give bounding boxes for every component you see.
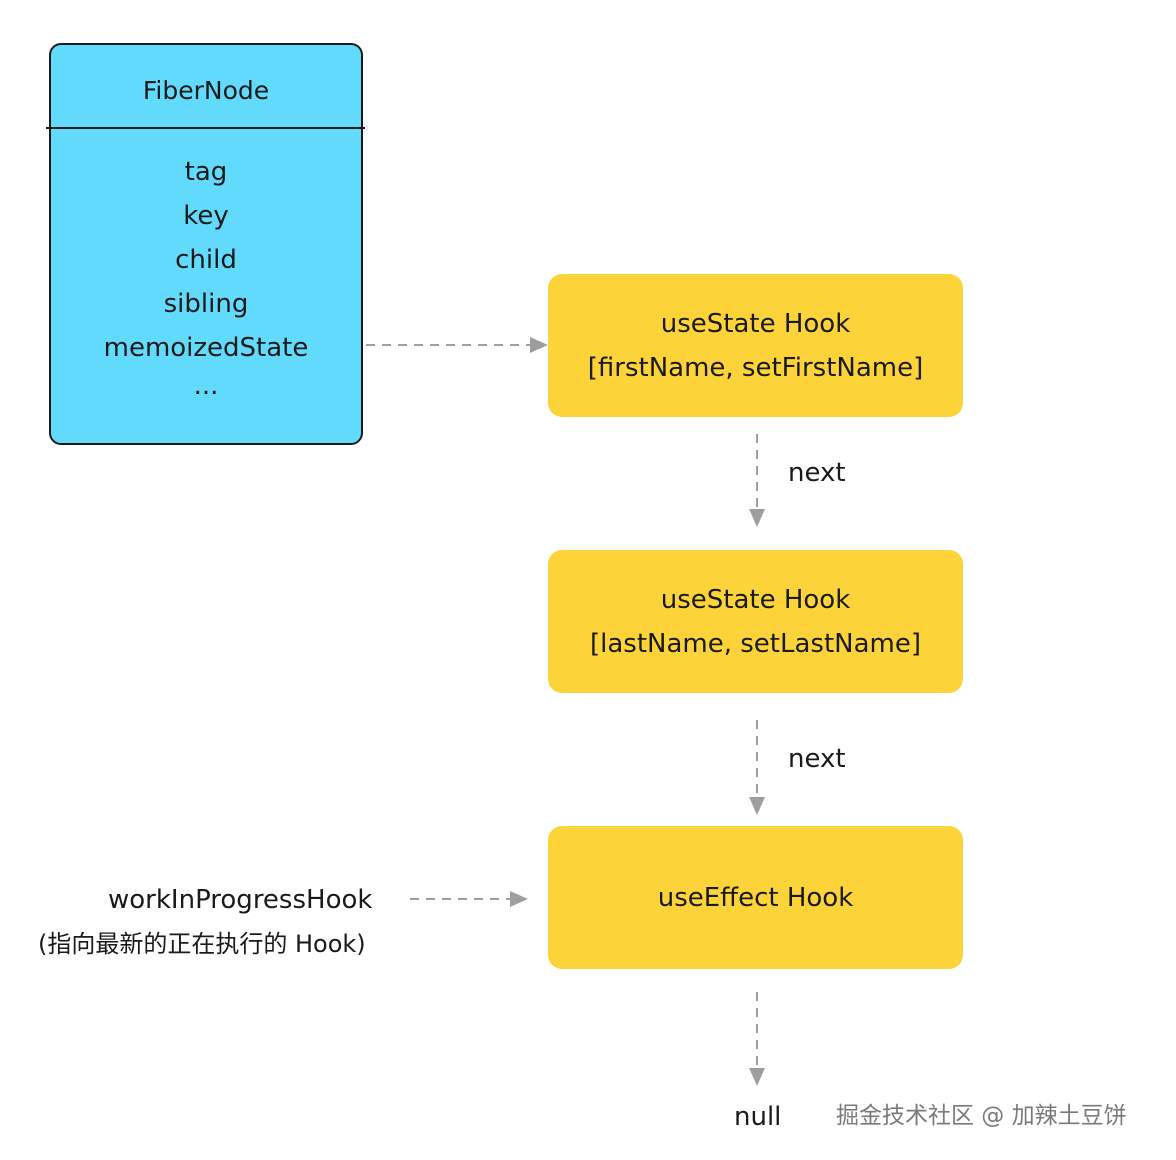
- hook-node-use-state-last: useState Hook [lastName, setLastName]: [548, 550, 963, 693]
- watermark: 掘金技术社区 @ 加辣土豆饼: [836, 1103, 1127, 1129]
- fiber-field-ellipsis: ...: [193, 371, 219, 401]
- next-label-2: next: [788, 744, 846, 774]
- hook-2-title: useState Hook: [660, 584, 851, 615]
- fiber-field-memoized-state: memoizedState: [103, 333, 309, 363]
- fiber-field-child: child: [175, 245, 237, 275]
- hook-1-title: useState Hook: [660, 308, 851, 339]
- fiber-field-sibling: sibling: [163, 289, 249, 319]
- next-label-1: next: [788, 458, 846, 488]
- work-in-progress-label: workInProgressHook: [108, 885, 373, 915]
- fiber-node-box: [49, 43, 363, 445]
- hook-1-state: [firstName, setFirstName]: [587, 352, 924, 383]
- hook-2-state: [lastName, setLastName]: [589, 628, 922, 659]
- fiber-node-divider: [46, 127, 365, 129]
- hook-node-use-state-first: useState Hook [firstName, setFirstName]: [548, 274, 963, 417]
- work-in-progress-note: (指向最新的正在执行的 Hook): [38, 930, 366, 958]
- hook-3-title: useEffect Hook: [657, 882, 854, 913]
- fiber-node-title: FiberNode: [142, 76, 270, 105]
- hook-node-use-effect: useEffect Hook: [548, 826, 963, 969]
- fiber-field-tag: tag: [184, 157, 228, 187]
- fiber-field-key: key: [183, 201, 229, 231]
- null-label: null: [734, 1102, 782, 1132]
